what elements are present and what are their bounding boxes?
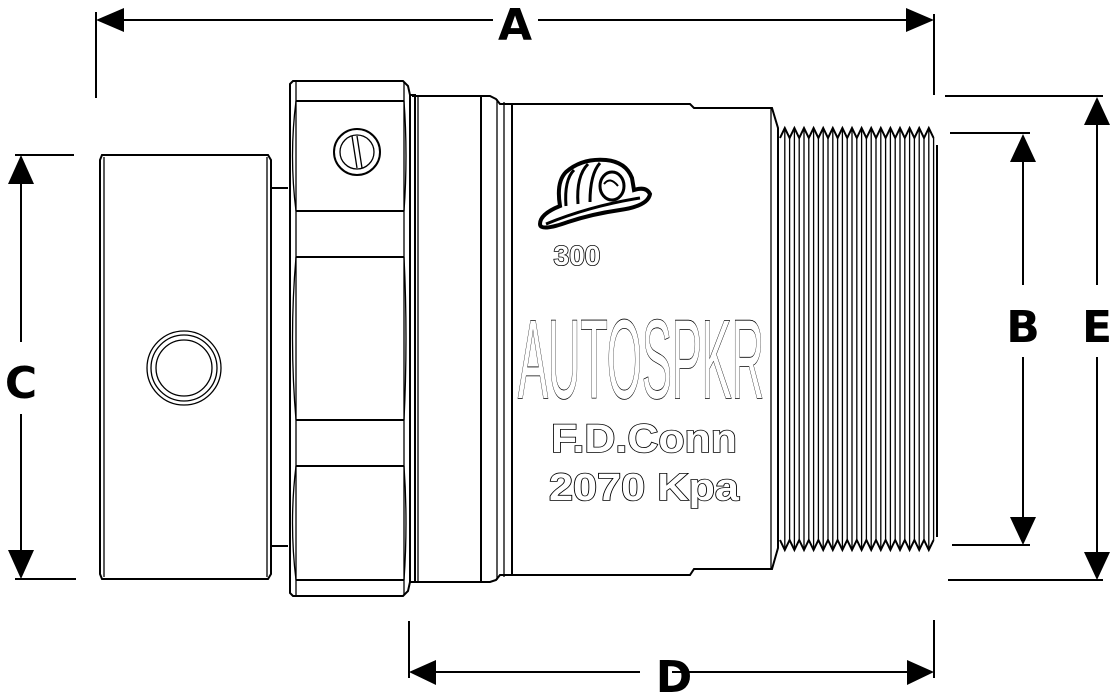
hex-curve [291,465,297,581]
circular-port-icon [146,330,222,406]
collar-outline [412,95,513,583]
hex-nut-outline [289,80,411,597]
hex-curve [403,256,407,421]
hex-curve [403,100,407,212]
pressure-marking: 2070 Kpa [549,467,740,509]
firefighter-helmet-icon [537,157,653,230]
dimension-e: E [945,95,1112,581]
main-body-outline [512,103,779,576]
swivel-body-outline [99,154,272,580]
arrowhead-c-top [8,155,34,184]
dimension-a: A [95,0,935,98]
arrowhead-b-top [1010,134,1036,162]
arrowhead-c-bottom [8,550,34,579]
rating-marking: 300 [554,240,601,271]
dimension-d: D [408,620,935,699]
arrowhead-a-left [96,8,124,32]
dimension-label-a: A [498,0,532,51]
thread-lines [784,128,935,550]
dimension-label-c: C [5,358,37,409]
arrowhead-d-left [409,660,436,685]
dimension-label-e: E [1082,302,1112,353]
hex-curve [291,100,297,212]
collar [410,94,513,583]
main-body [512,103,779,576]
arrowhead-e-top [1084,97,1110,125]
connection-marking: F.D.Conn [551,417,737,461]
dimension-label-b: B [1006,302,1040,353]
swivel-body [99,154,288,580]
arrowhead-e-bottom [1084,552,1110,580]
hex-curve [291,256,297,421]
thread-crest-top [779,125,935,141]
arrowhead-b-bottom [1010,517,1036,545]
slotted-screw-icon [333,128,381,176]
hex-nut [289,80,411,597]
dimension-c: C [5,154,76,580]
dimension-label-d: D [656,652,693,699]
hex-curve [403,465,407,581]
thread-crest-bottom [779,537,935,553]
brand-marking: AUTOSPKR [518,297,764,422]
body-markings: 300 AUTOSPKR F.D.Conn 2070 Kpa [517,157,765,510]
male-threads [779,125,938,553]
dimension-b: B [950,132,1040,546]
arrowhead-a-right [906,8,934,32]
arrowhead-d-right [907,660,934,685]
